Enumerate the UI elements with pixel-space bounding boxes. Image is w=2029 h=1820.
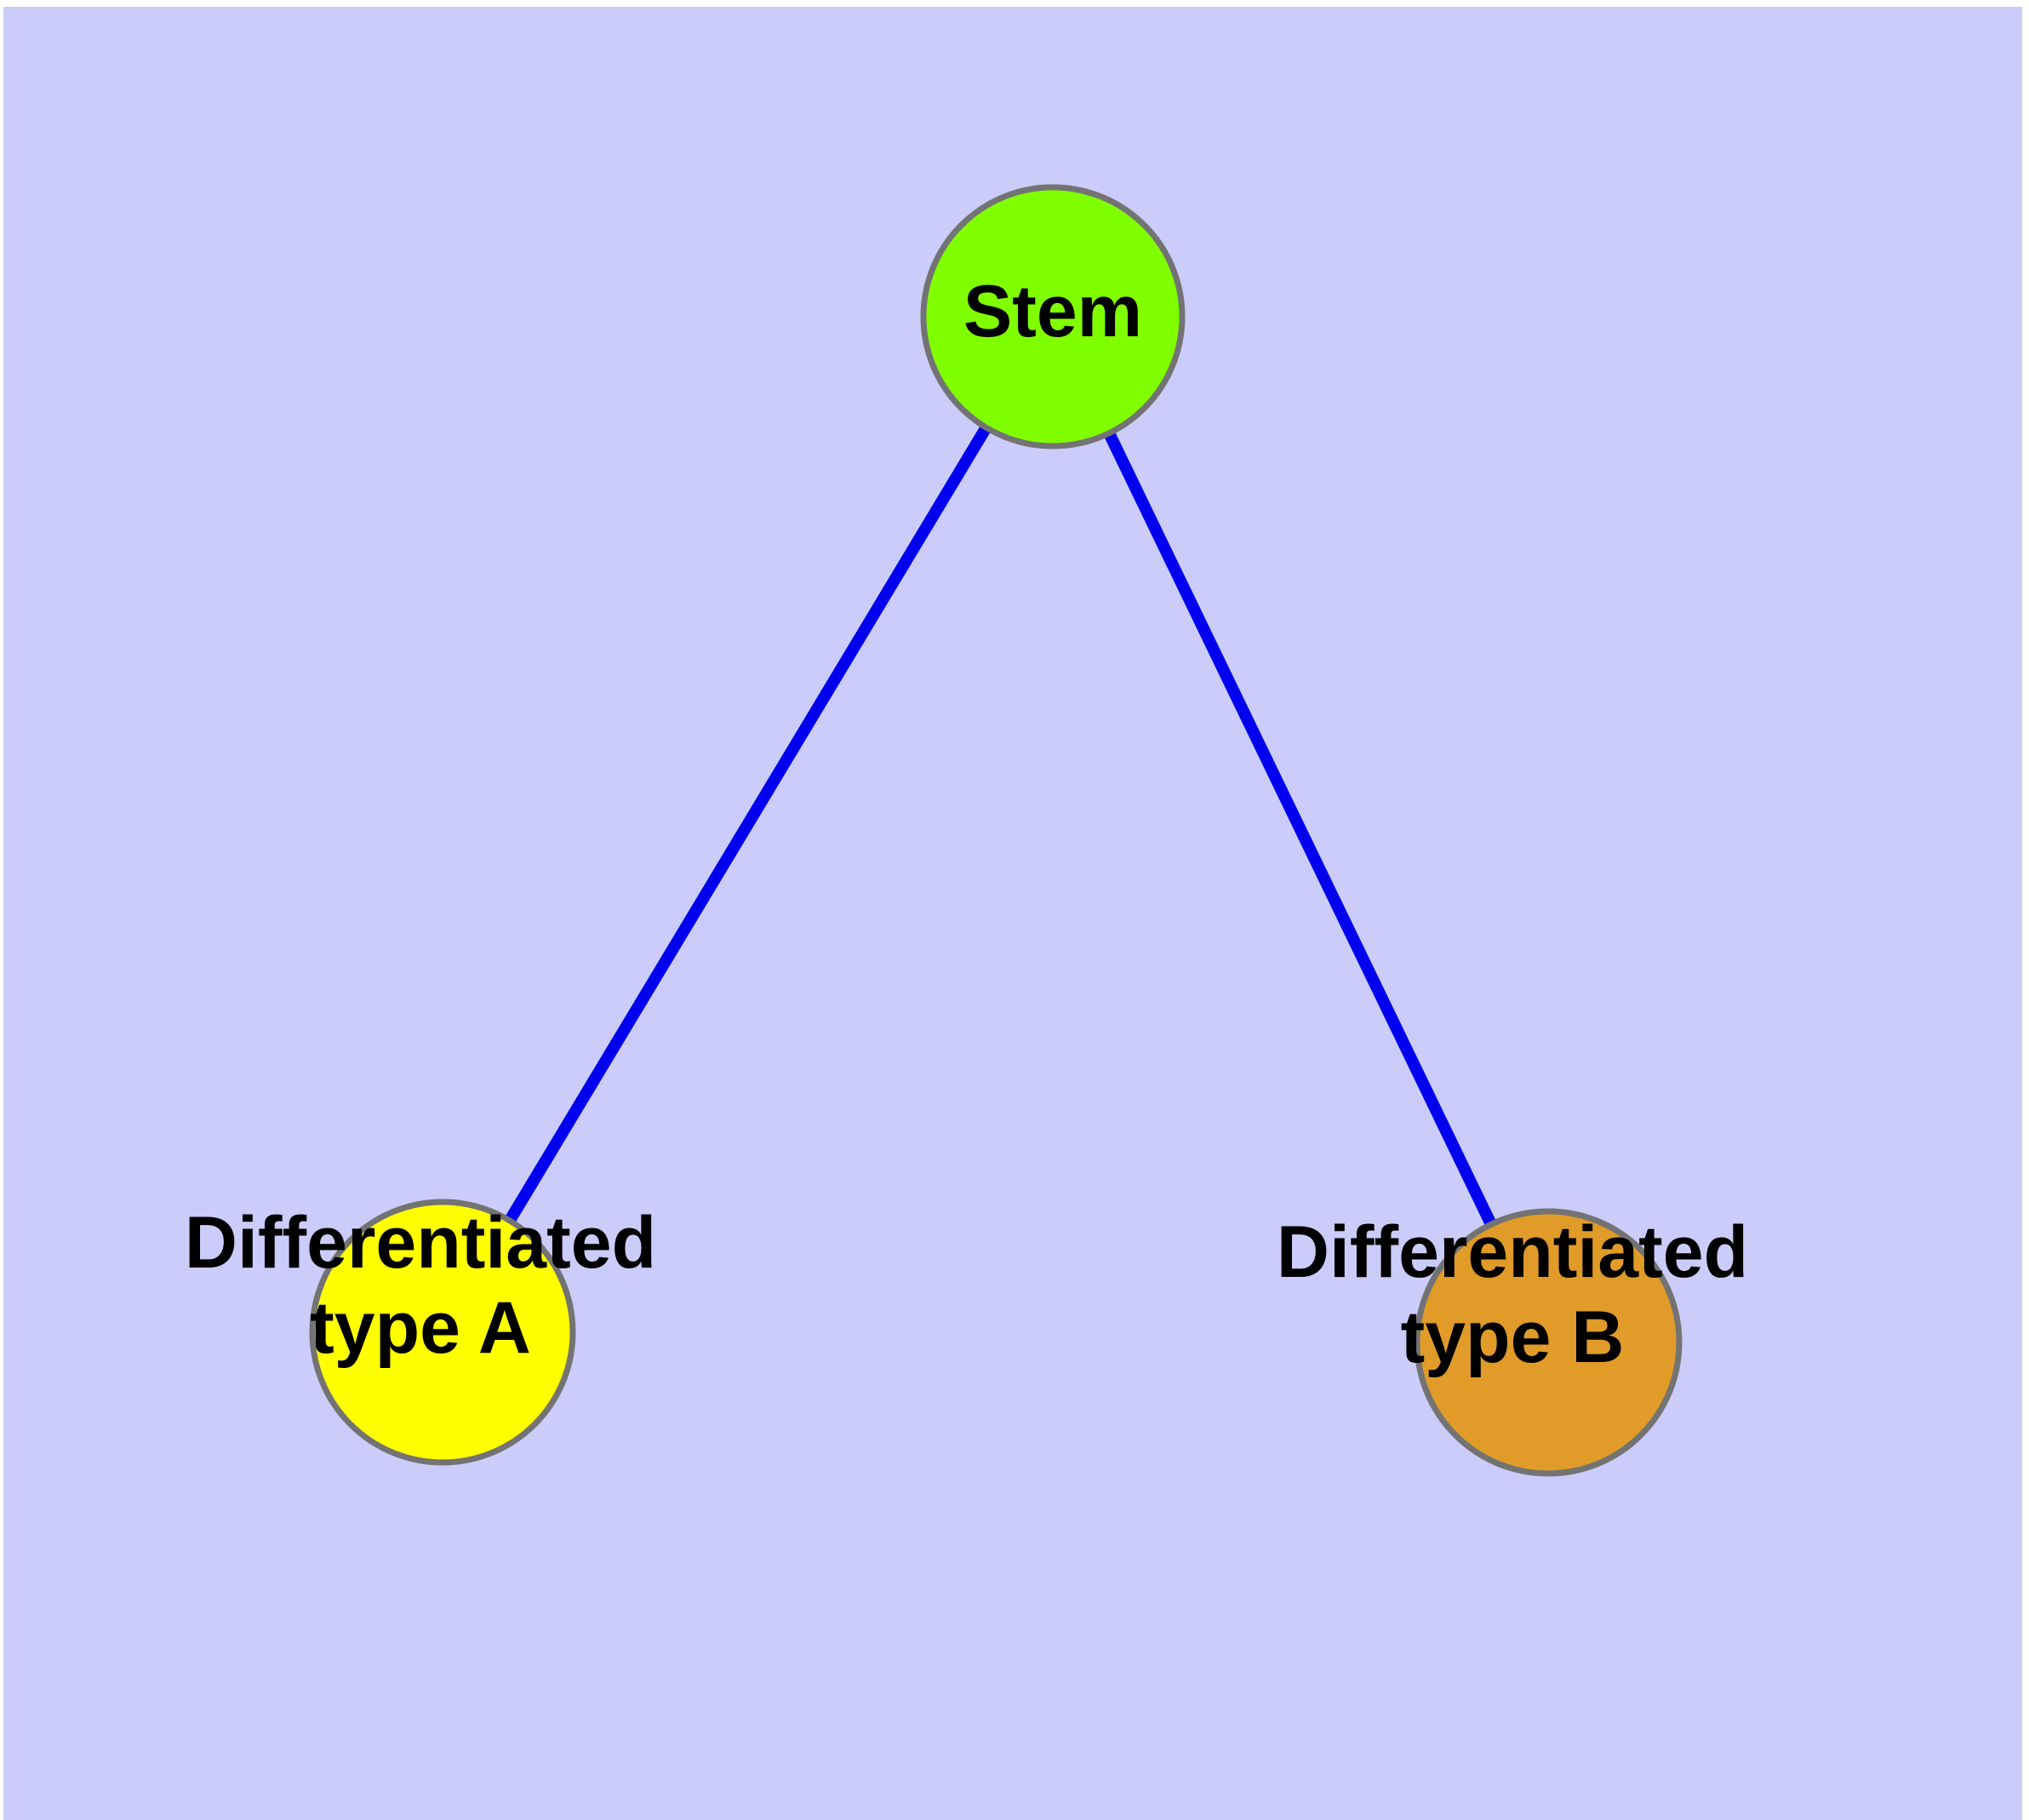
graph-node-stem[interactable]	[920, 184, 1186, 449]
node-label-line: Differentiated	[1277, 1211, 1748, 1293]
node-circle-diff_a[interactable]	[309, 1199, 576, 1466]
node-label-stem: Stem	[963, 271, 1142, 352]
node-label-line: type A	[310, 1287, 531, 1369]
node-circle-stem[interactable]	[920, 184, 1186, 449]
graph-node-diff_a[interactable]	[309, 1199, 576, 1466]
node-circle-diff_b[interactable]	[1414, 1208, 1683, 1477]
edge-layer	[502, 421, 1499, 1230]
node-label-line: Stem	[963, 271, 1142, 352]
graph-edge-stem-to-diff-a	[502, 421, 993, 1227]
node-label-line: Differentiated	[185, 1202, 656, 1284]
graph-edge-stem-to-diff-b	[1102, 427, 1499, 1230]
graph-node-diff_b[interactable]	[1414, 1208, 1683, 1477]
node-label-line: type B	[1401, 1296, 1625, 1378]
